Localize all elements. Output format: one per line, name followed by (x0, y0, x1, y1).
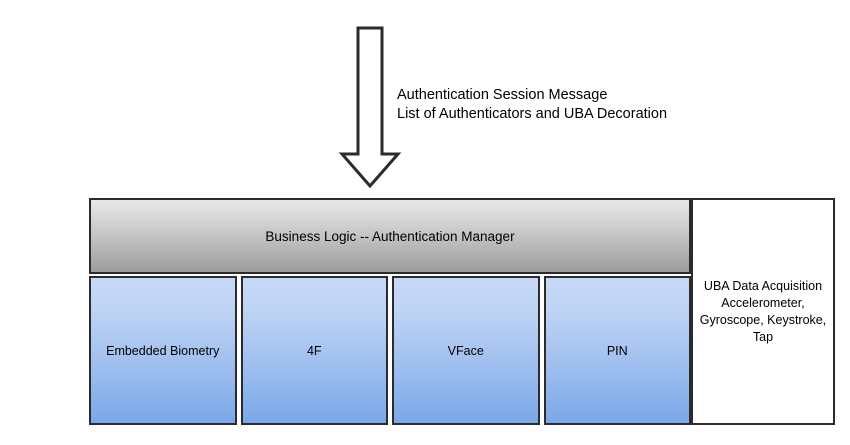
arrow-down-shape (338, 26, 402, 189)
authenticator-box-embedded-biometry: Embedded Biometry (89, 276, 237, 425)
business-logic-bar: Business Logic -- Authentication Manager (89, 198, 691, 274)
authenticator-label: 4F (306, 343, 322, 358)
uba-data-acquisition-panel: UBA Data Acquisition Accelerometer, Gyro… (691, 198, 835, 425)
annotation-line-2: List of Authenticators and UBA Decoratio… (397, 106, 668, 122)
uba-line-4: Tap (752, 329, 774, 344)
authenticator-box-pin: PIN (543, 276, 691, 425)
architecture-block: Business Logic -- Authentication Manager… (89, 198, 835, 425)
uba-line-2: Accelerometer, (721, 295, 805, 310)
authenticator-row: Embedded Biometry 4F VFace PIN (89, 276, 691, 425)
uba-line-3: Gyroscope, Keystroke, (699, 312, 827, 327)
annotation-line-1: Authentication Session Message (397, 87, 608, 103)
uba-line-1: UBA Data Acquisition (703, 278, 823, 293)
authenticator-label: VFace (447, 343, 484, 358)
authenticator-box-vface: VFace (392, 276, 540, 425)
authenticator-label: PIN (606, 343, 628, 358)
uba-panel-text: UBA Data Acquisition Accelerometer, Gyro… (694, 278, 832, 346)
arrow-down-icon (338, 26, 402, 190)
authenticator-label: Embedded Biometry (106, 343, 220, 358)
business-logic-label: Business Logic -- Authentication Manager (265, 228, 515, 244)
arrow-annotation: Authentication Session Message List of A… (397, 86, 667, 124)
arrow-polygon (338, 26, 402, 189)
left-stack: Business Logic -- Authentication Manager… (89, 198, 691, 425)
authenticator-box-4f: 4F (240, 276, 388, 425)
